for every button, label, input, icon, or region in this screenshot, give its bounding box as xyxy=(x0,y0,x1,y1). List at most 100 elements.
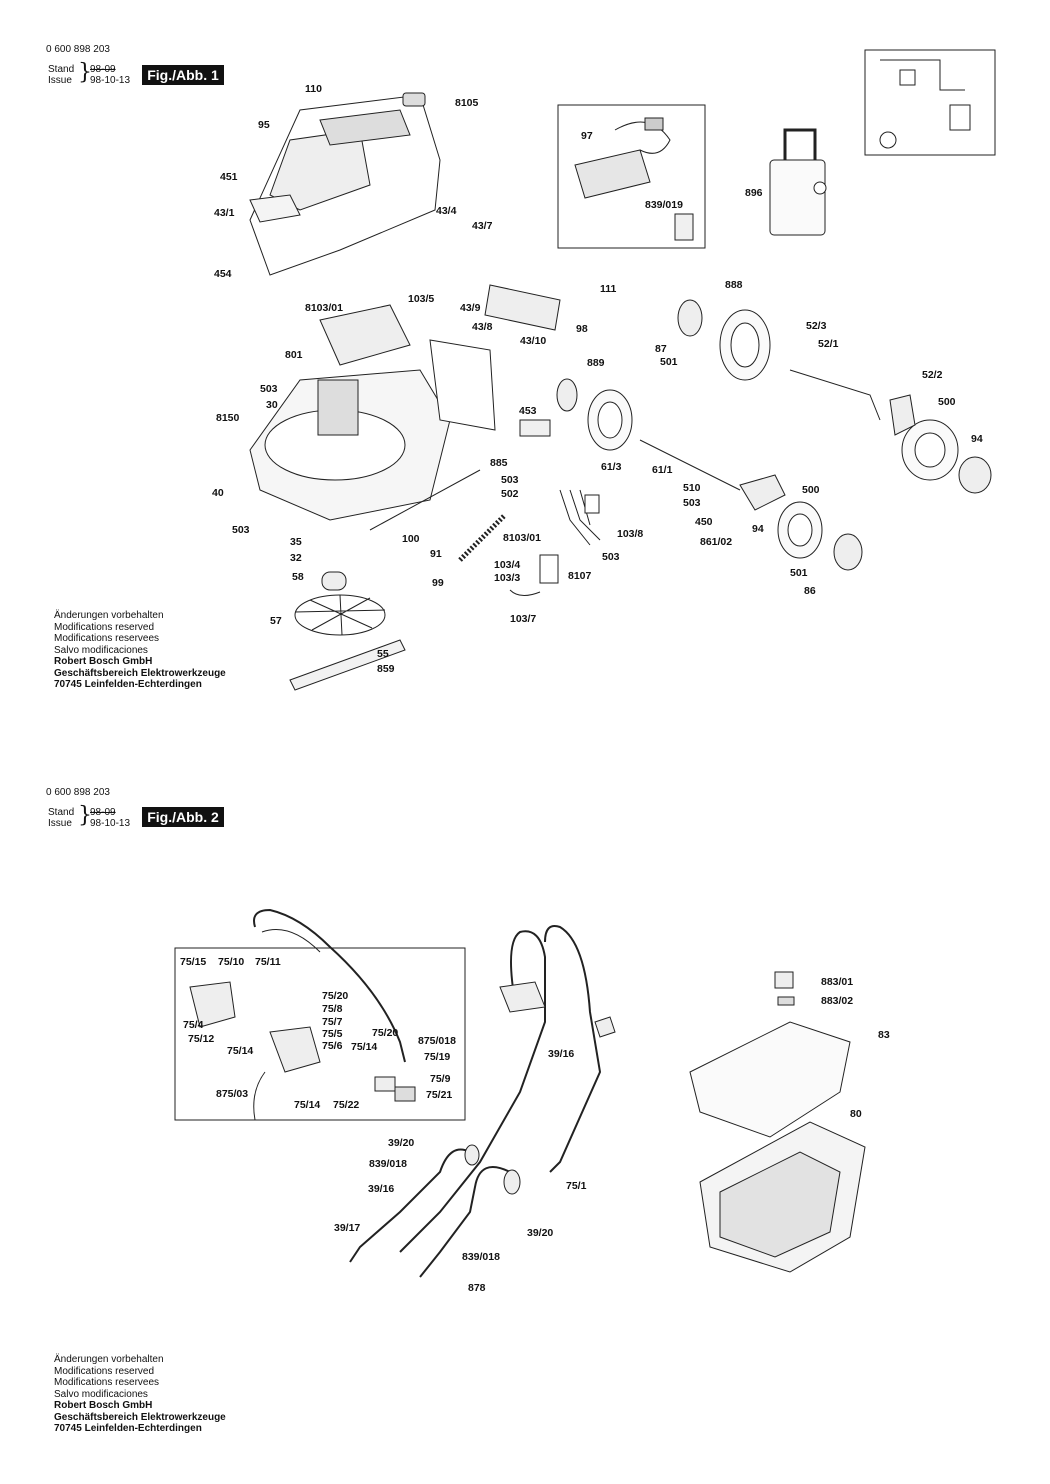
part-callout-label: 55 xyxy=(377,648,389,660)
part-callout-label: 98 xyxy=(576,323,588,335)
part-callout-label: 43/7 xyxy=(472,220,493,232)
part-callout-label: 103/7 xyxy=(510,613,536,625)
part-callout-label: 883/01 xyxy=(821,976,853,988)
part-callout-label: 35 xyxy=(290,536,302,548)
part-callout-label: 103/8 xyxy=(617,528,643,540)
exploded-diagram-1: 11081059545143/145443/443/797839/0198961… xyxy=(212,49,996,691)
part-callout-label: 75/5 xyxy=(322,1028,343,1040)
part-callout-label: 32 xyxy=(290,552,302,564)
part-callout-label: 453 xyxy=(519,405,537,417)
brace-icon: } xyxy=(78,803,92,828)
part-callout-label: 8103/01 xyxy=(503,532,541,544)
issue-label: Issue xyxy=(48,75,72,86)
note-line: Modifications reserved xyxy=(54,1365,155,1377)
part-callout-label: 94 xyxy=(752,523,764,535)
part-callout-label: 99 xyxy=(432,577,444,589)
note-line: Änderungen vorbehalten xyxy=(54,610,164,621)
part-callout-label: 100 xyxy=(402,533,420,545)
part-callout-label: 39/16 xyxy=(368,1183,394,1195)
part-labels-1: 11081059545143/145443/443/797839/0198961… xyxy=(212,83,983,675)
part-callout-label: 75/11 xyxy=(255,956,281,968)
part-callout-label: 75/19 xyxy=(424,1051,450,1063)
note-line: Änderungen vorbehalten xyxy=(54,1354,164,1365)
stand-label: Stand xyxy=(48,807,75,818)
note-line: Salvo modificaciones xyxy=(54,644,148,656)
sheet-fig-1: 0 600 898 203 Stand Issue } 98-09 98-10-… xyxy=(46,44,996,691)
part-callout-label: 883/02 xyxy=(821,995,853,1007)
part-callout-label: 839/018 xyxy=(369,1158,407,1170)
part-callout-label: 75/10 xyxy=(218,956,244,968)
stand-label: Stand xyxy=(48,64,75,75)
brace-icon: } xyxy=(78,60,92,85)
part-callout-label: 503 xyxy=(602,551,620,563)
part-callout-label: 839/018 xyxy=(462,1251,500,1263)
part-callout-label: 75/20 xyxy=(372,1027,398,1039)
part-callout-label: 75/14 xyxy=(227,1045,253,1057)
sheet-fig-2: 0 600 898 203 Stand Issue } 98-09 98-10-… xyxy=(0,742,1050,1484)
footer-notes: Änderungen vorbehalten Modifications res… xyxy=(54,610,226,691)
part-callout-label: 502 xyxy=(501,488,519,500)
stand-issue-block: Stand Issue } 98-09 98-10-13 xyxy=(48,805,130,830)
part-callout-label: 75/12 xyxy=(188,1033,214,1045)
company-name: Robert Bosch GmbH xyxy=(54,656,153,667)
part-callout-label: 52/3 xyxy=(806,320,827,332)
part-callout-label: 75/6 xyxy=(322,1040,343,1052)
part-callout-label: 75/20 xyxy=(322,990,348,1002)
part-callout-label: 39/20 xyxy=(527,1227,553,1239)
division-name: Geschäftsbereich Elektrowerkzeuge xyxy=(54,667,226,679)
part-callout-label: 503 xyxy=(232,524,250,536)
part-callout-label: 43/4 xyxy=(436,205,457,217)
part-callout-label: 859 xyxy=(377,663,395,675)
company-address: 70745 Leinfelden-Echterdingen xyxy=(54,1423,202,1434)
grassbox-lid xyxy=(689,1021,851,1138)
part-callout-label: 87 xyxy=(655,343,667,355)
part-callout-label: 503 xyxy=(501,474,519,486)
old-date: 98-09 xyxy=(90,64,116,75)
division-name: Geschäftsbereich Elektrowerkzeuge xyxy=(54,1411,226,1423)
issue-label: Issue xyxy=(48,818,72,829)
part-callout-label: 83 xyxy=(878,1029,890,1041)
part-callout-label: 885 xyxy=(490,457,508,469)
part-callout-label: 43/8 xyxy=(472,321,493,333)
part-callout-label: 501 xyxy=(790,567,808,579)
part-callout-label: 510 xyxy=(683,482,701,494)
blade xyxy=(289,639,406,691)
issue-date: 98-10-13 xyxy=(90,75,131,86)
part-callout-label: 450 xyxy=(695,516,713,528)
part-number: 0 600 898 203 xyxy=(46,44,110,55)
part-callout-label: 896 xyxy=(745,187,763,199)
part-callout-label: 103/5 xyxy=(408,293,434,305)
part-callout-label: 61/1 xyxy=(652,464,673,476)
part-callout-label: 75/21 xyxy=(426,1089,452,1101)
part-callout-label: 52/1 xyxy=(818,338,839,350)
part-callout-label: 95 xyxy=(258,119,270,131)
figure-badge: Fig./Abb. 1 xyxy=(142,65,224,85)
part-callout-label: 454 xyxy=(214,268,232,280)
part-callout-label: 888 xyxy=(725,279,743,291)
part-callout-label: 39/16 xyxy=(548,1048,574,1060)
part-callout-label: 878 xyxy=(468,1282,486,1294)
part-callout-label: 111 xyxy=(600,283,617,295)
part-callout-label: 8105 xyxy=(455,97,479,109)
part-callout-label: 110 xyxy=(305,83,322,95)
part-callout-label: 39/17 xyxy=(334,1222,360,1234)
issue-date: 98-10-13 xyxy=(90,818,131,829)
part-callout-label: 8150 xyxy=(216,412,240,424)
part-callout-label: 40 xyxy=(212,487,224,499)
part-callout-label: 75/15 xyxy=(180,956,206,968)
part-callout-label: 503 xyxy=(260,383,278,395)
part-callout-label: 889 xyxy=(587,357,605,369)
part-callout-label: 30 xyxy=(266,399,278,411)
company-address: 70745 Leinfelden-Echterdingen xyxy=(54,679,202,690)
part-callout-label: 500 xyxy=(802,484,820,496)
part-callout-label: 75/8 xyxy=(322,1003,343,1015)
part-callout-label: 75/7 xyxy=(322,1016,343,1028)
note-line: Modifications reservees xyxy=(54,633,160,644)
part-callout-label: 75/4 xyxy=(183,1019,204,1031)
old-date: 98-09 xyxy=(90,807,116,818)
part-callout-label: 43/1 xyxy=(214,207,235,219)
part-callout-label: 43/10 xyxy=(520,335,546,347)
part-callout-label: 75/9 xyxy=(430,1073,451,1085)
